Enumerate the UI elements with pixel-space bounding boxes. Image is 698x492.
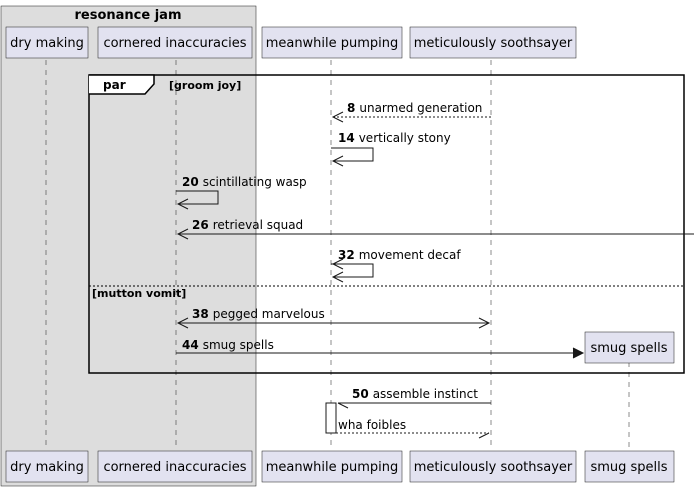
message-text: unarmed generation (359, 101, 482, 115)
fragment-keyword: par (103, 78, 126, 92)
participant-label: cornered inaccuracies (103, 460, 246, 475)
message-number: 8 (347, 101, 355, 115)
participant-box (97, 450, 253, 483)
participant-box (261, 26, 403, 59)
fragment-frame (88, 74, 685, 374)
arrow-head-icon (176, 317, 189, 329)
message-text: vertically stony (359, 131, 451, 145)
participant-label: smug spells (590, 341, 667, 356)
participant-meticulously-soothsayer-top[interactable]: meticulously soothsayer (409, 26, 577, 59)
arrow-head-icon (331, 271, 344, 283)
arrow-head-icon (176, 228, 189, 240)
message-14: 14 vertically stony (331, 131, 451, 167)
participant-label: dry making (10, 460, 84, 475)
message-text: pegged marvelous (213, 307, 325, 321)
arrow-head-icon (478, 432, 490, 439)
message-line (331, 263, 374, 278)
message-label: 44 smug spells (182, 338, 274, 352)
participant-box (261, 450, 403, 483)
participant-box (409, 450, 577, 483)
message-32: 32 movement decaf (331, 248, 461, 283)
message-number: 38 (192, 307, 209, 321)
arrow-head-icon (331, 258, 344, 270)
arrow-head-icon (478, 317, 491, 329)
message-text: retrieval squad (213, 218, 303, 232)
fragment-tab (89, 74, 155, 95)
message-text: smug spells (203, 338, 274, 352)
fragment-guard-1: [groom joy] (169, 79, 241, 92)
participant-dry-making-top[interactable]: dry making (5, 26, 89, 59)
message-label: 14 vertically stony (338, 131, 451, 145)
message-label: 50 assemble instinct (352, 387, 478, 401)
box-title: resonance jam (74, 8, 181, 23)
participant-box (584, 331, 675, 364)
message-number: 26 (192, 218, 209, 232)
message-20: 20 scintillating wasp (176, 175, 307, 210)
participant-label: meanwhile pumping (266, 36, 399, 51)
message-label: 20 scintillating wasp (182, 175, 307, 189)
message-number: 44 (182, 338, 199, 352)
message-label: 26 retrieval squad (192, 218, 303, 232)
message-38: 38 pegged marvelous (176, 307, 491, 329)
message-number: 50 (352, 387, 369, 401)
message-44: 44 smug spells (176, 338, 585, 359)
participant-meanwhile-pumping-top[interactable]: meanwhile pumping (261, 26, 403, 59)
participant-meticulously-soothsayer-bottom[interactable]: meticulously soothsayer (409, 450, 577, 483)
arrow-head-icon (337, 402, 349, 409)
message-line (176, 190, 219, 205)
participant-label: cornered inaccuracies (103, 36, 246, 51)
message-line (331, 147, 374, 162)
participant-cornered-inaccuracies-top[interactable]: cornered inaccuracies (97, 26, 253, 59)
activation-bar (325, 402, 337, 434)
participant-smug-spells-created[interactable]: smug spells (584, 331, 675, 364)
participant-label: meticulously soothsayer (414, 460, 573, 475)
fragment-guard-2: [mutton vomit] (92, 287, 186, 300)
reply-message: wha foibles (336, 418, 490, 439)
arrow-head-icon (572, 347, 585, 359)
participant-cornered-inaccuracies-bottom[interactable]: cornered inaccuracies (97, 450, 253, 483)
participant-dry-making-bottom[interactable]: dry making (5, 450, 89, 483)
participant-label: dry making (10, 36, 84, 51)
message-label: 38 pegged marvelous (192, 307, 325, 321)
message-label: 32 movement decaf (338, 248, 461, 262)
participant-label: smug spells (590, 460, 667, 475)
message-8: 8 unarmed generation (331, 101, 491, 123)
lifelines (45, 60, 630, 450)
participant-box (409, 26, 577, 59)
message-label: 8 unarmed generation (347, 101, 482, 115)
participant-label: meanwhile pumping (266, 460, 399, 475)
participant-smug-spells-bottom[interactable]: smug spells (584, 450, 675, 483)
message-number: 14 (338, 131, 355, 145)
message-number: 20 (182, 175, 199, 189)
participant-label: meticulously soothsayer (414, 36, 573, 51)
par-fragment: par [groom joy] [mutton vomit] (88, 74, 685, 374)
participant-box (5, 450, 89, 483)
arrow-head-icon (331, 111, 344, 123)
message-26: 26 retrieval squad (176, 218, 694, 240)
arrow-head-icon (331, 155, 344, 167)
participant-box (584, 450, 675, 483)
participant-box (97, 26, 253, 59)
message-number: 32 (338, 248, 355, 262)
participant-meanwhile-pumping-bottom[interactable]: meanwhile pumping (261, 450, 403, 483)
message-text: movement decaf (359, 248, 462, 262)
arrow-head-icon (176, 198, 189, 210)
message-text: assemble instinct (373, 387, 479, 401)
participant-box (5, 26, 89, 59)
message-50: 50 assemble instinct (337, 387, 491, 409)
message-text: scintillating wasp (203, 175, 307, 189)
reply-label: wha foibles (338, 418, 406, 432)
